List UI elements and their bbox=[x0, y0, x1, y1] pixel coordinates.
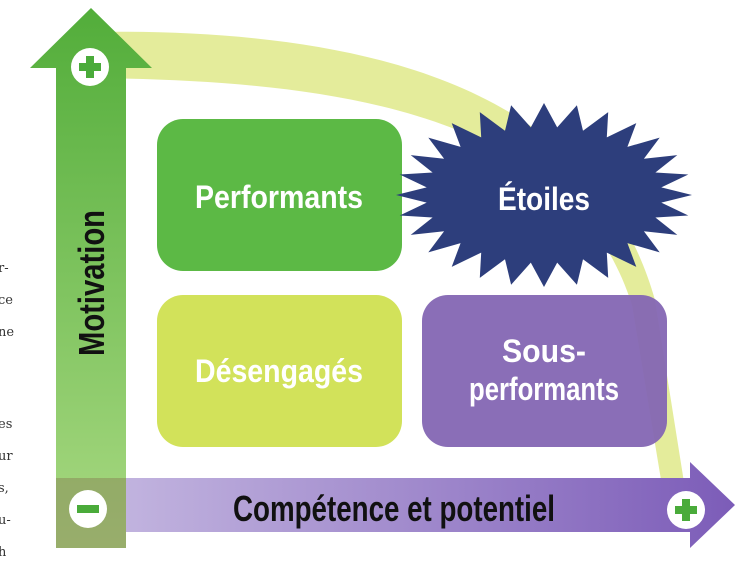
text-fragment: ur bbox=[0, 449, 13, 464]
quadrant-sous-performants-label-line2: performants bbox=[469, 371, 619, 407]
x-axis-arrow bbox=[56, 462, 735, 548]
y-axis-arrow bbox=[30, 8, 152, 548]
quadrant-performants bbox=[157, 119, 402, 271]
minus-icon bbox=[69, 490, 107, 528]
text-fragment: h bbox=[0, 545, 7, 560]
quadrant-etoiles-star bbox=[396, 103, 692, 287]
quadrant-desengages bbox=[157, 295, 402, 447]
x-axis-label: Compétence et potentiel bbox=[233, 488, 555, 529]
curved-arrow bbox=[86, 31, 690, 523]
quadrant-desengages-label: Désengagés bbox=[195, 353, 363, 389]
quadrant-sous-performants-label-line1: Sous- bbox=[502, 333, 586, 369]
text-fragment: r- bbox=[0, 261, 9, 276]
y-axis-label: Motivation bbox=[71, 210, 112, 356]
quadrant-performants-label: Performants bbox=[195, 179, 363, 215]
text-fragment: u- bbox=[0, 513, 11, 528]
text-fragment: ne bbox=[0, 325, 15, 340]
text-fragment: s, bbox=[0, 481, 9, 496]
plus-icon bbox=[71, 48, 109, 86]
quadrant-sous-performants bbox=[422, 295, 667, 447]
text-fragment: es bbox=[0, 417, 13, 432]
quadrant-etoiles-label: Étoiles bbox=[498, 181, 590, 217]
text-fragment: ce bbox=[0, 293, 13, 308]
plus-icon bbox=[667, 491, 705, 529]
